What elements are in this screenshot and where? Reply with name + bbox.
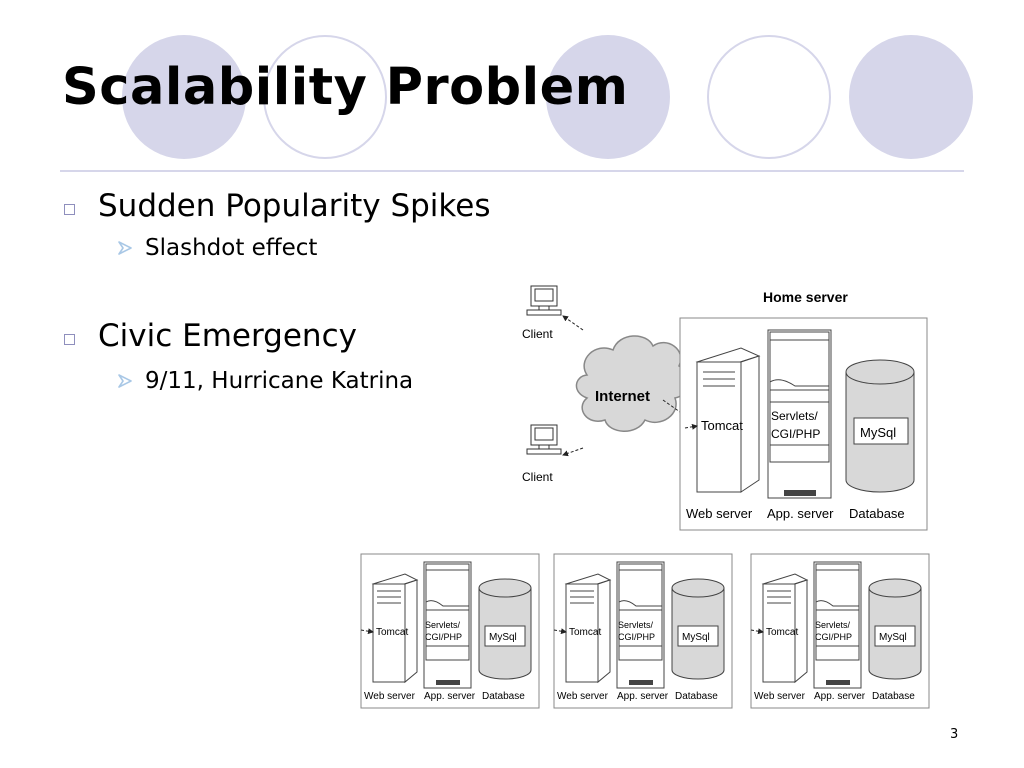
replica-server-stack: Tomcat Servlets/ CGI/PHP MySql Web serve… [553, 553, 733, 709]
caption-web: Web server [686, 506, 753, 521]
arrow-bullet-icon [118, 241, 132, 255]
square-bullet-icon [64, 333, 75, 345]
app-tier-label: Servlets/ [815, 620, 851, 630]
client-icon [526, 285, 562, 316]
bullet-text: Sudden Popularity Spikes [98, 188, 491, 224]
slide-number: 3 [950, 727, 959, 742]
square-bullet-icon [64, 203, 75, 215]
sub-bullet-text: Slashdot effect [145, 235, 318, 261]
title-divider [60, 170, 964, 172]
web-tier-label: Tomcat [569, 627, 601, 638]
caption-app: App. server [814, 691, 866, 702]
app-tier-label: CGI/PHP [618, 632, 655, 642]
app-tier-label: Servlets/ [618, 620, 654, 630]
caption-web: Web server [557, 691, 609, 702]
web-tier-label: Tomcat [766, 627, 798, 638]
db-tier-label: MySql [860, 425, 896, 440]
arrow-bullet-icon [118, 374, 132, 388]
slide-title: Scalability Problem [62, 58, 629, 117]
caption-app: App. server [424, 691, 476, 702]
sub-bullet-item: 9/11, Hurricane Katrina [117, 368, 413, 394]
caption-app: App. server [767, 506, 834, 521]
architecture-diagram: Home server Client Client Internet Tomca… [360, 285, 930, 709]
client-label: Client [522, 470, 553, 484]
internet-cloud-icon [575, 335, 689, 432]
replica-server-stack: Tomcat Servlets/ CGI/PHP MySql Web serve… [750, 553, 930, 709]
decor-circle [263, 35, 387, 159]
decor-circle [707, 35, 831, 159]
caption-web: Web server [754, 691, 806, 702]
app-tier-label: Servlets/ [425, 620, 461, 630]
web-tier-label: Tomcat [376, 627, 408, 638]
app-tier-label: Servlets/ [771, 409, 818, 423]
caption-db: Database [482, 691, 525, 702]
caption-web: Web server [364, 691, 416, 702]
home-server-stack: Tomcat Servlets/ CGI/PHP MySql Web serve… [679, 317, 928, 531]
db-tier-label: MySql [879, 632, 907, 643]
app-tier-label: CGI/PHP [815, 632, 852, 642]
db-tier-label: MySql [682, 632, 710, 643]
decor-circle [546, 35, 670, 159]
internet-label: Internet [595, 388, 650, 405]
decor-circle [122, 35, 246, 159]
caption-app: App. server [617, 691, 669, 702]
caption-db: Database [675, 691, 718, 702]
bullet-item: Sudden Popularity Spikes [64, 188, 491, 224]
client-icon [526, 424, 562, 455]
app-tier-label: CGI/PHP [425, 632, 462, 642]
bullet-item: Civic Emergency [64, 318, 357, 354]
bullet-text: Civic Emergency [98, 318, 357, 354]
caption-db: Database [849, 506, 905, 521]
client-label: Client [522, 327, 553, 341]
caption-db: Database [872, 691, 915, 702]
web-tier-label: Tomcat [701, 418, 743, 433]
home-server-title: Home server [763, 289, 848, 305]
sub-bullet-item: Slashdot effect [117, 235, 317, 261]
decor-circle [849, 35, 973, 159]
app-tier-label: CGI/PHP [771, 427, 820, 441]
db-tier-label: MySql [489, 632, 517, 643]
replica-server-stack: Tomcat Servlets/ CGI/PHP MySql Web serve… [360, 553, 540, 709]
sub-bullet-text: 9/11, Hurricane Katrina [145, 368, 414, 394]
